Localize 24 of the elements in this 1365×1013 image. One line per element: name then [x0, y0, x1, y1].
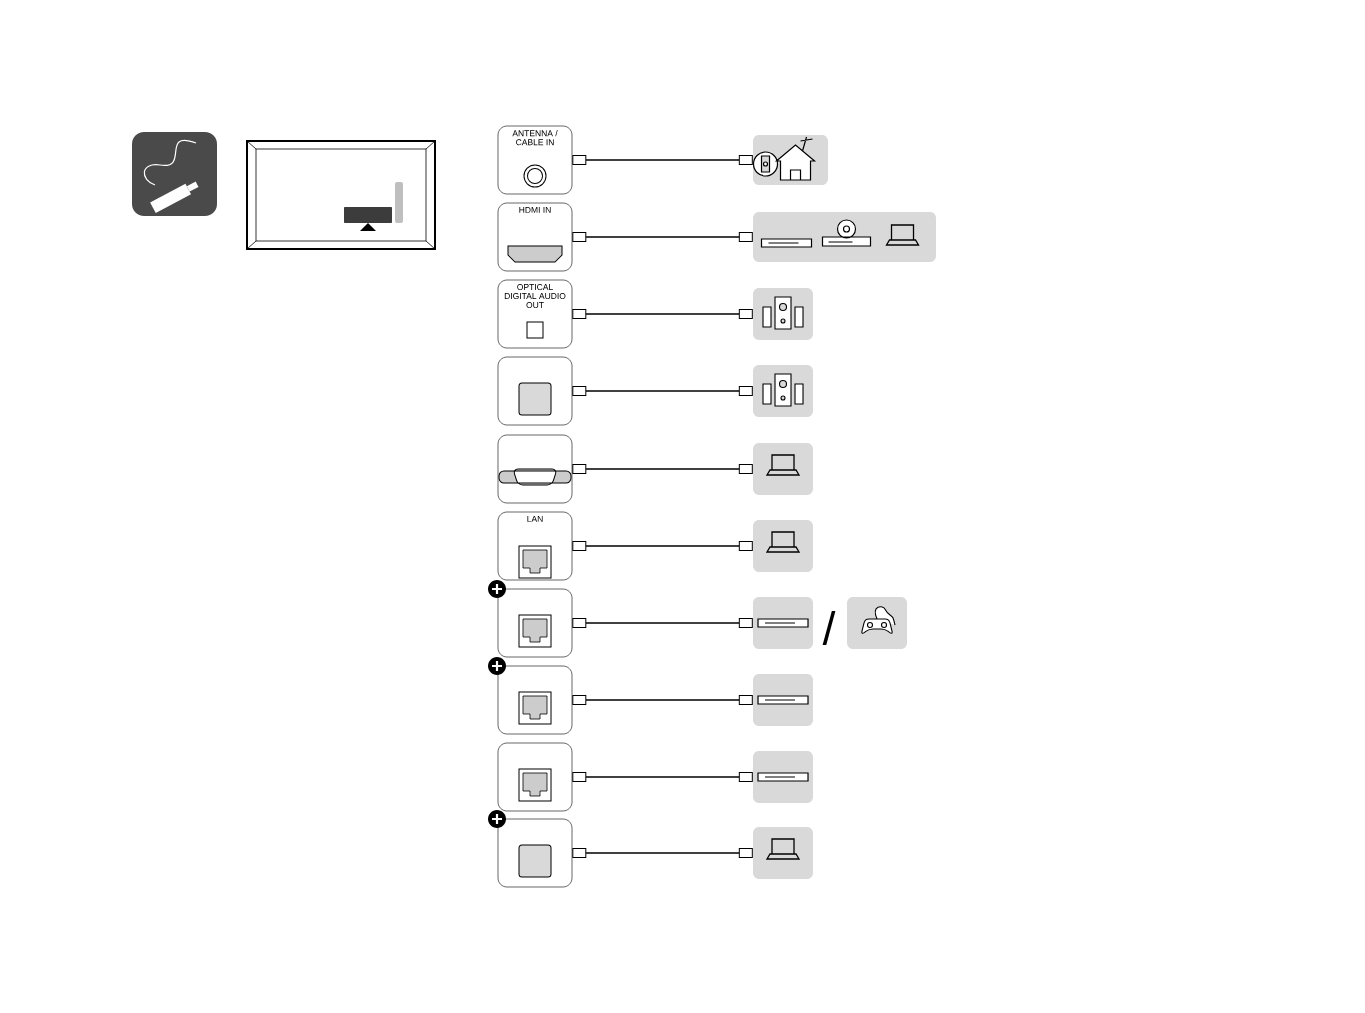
- port-box: [497, 434, 573, 504]
- port-box: [497, 665, 573, 735]
- port-box: ANTENNA / CABLE IN: [497, 125, 573, 195]
- port-box: LAN: [497, 511, 573, 581]
- cable: [572, 155, 753, 165]
- cable: [572, 386, 753, 396]
- cable: [572, 848, 753, 858]
- cable: [572, 464, 753, 474]
- port-box: HDMI IN: [497, 202, 573, 272]
- slash-text: /: [822, 611, 836, 645]
- port-box: [497, 356, 573, 426]
- port-box: [497, 588, 573, 658]
- port-box: [497, 742, 573, 812]
- cable: [572, 695, 753, 705]
- cable: [572, 541, 753, 551]
- cable: [572, 232, 753, 242]
- device-panel: [753, 827, 813, 879]
- cable: [572, 309, 753, 319]
- cable: [572, 618, 753, 628]
- cable: [572, 772, 753, 782]
- device-panel: [753, 443, 813, 495]
- port-box: [497, 818, 573, 888]
- port-box: OPTICAL DIGITAL AUDIO OUT: [497, 279, 573, 349]
- device-panel: [753, 520, 813, 572]
